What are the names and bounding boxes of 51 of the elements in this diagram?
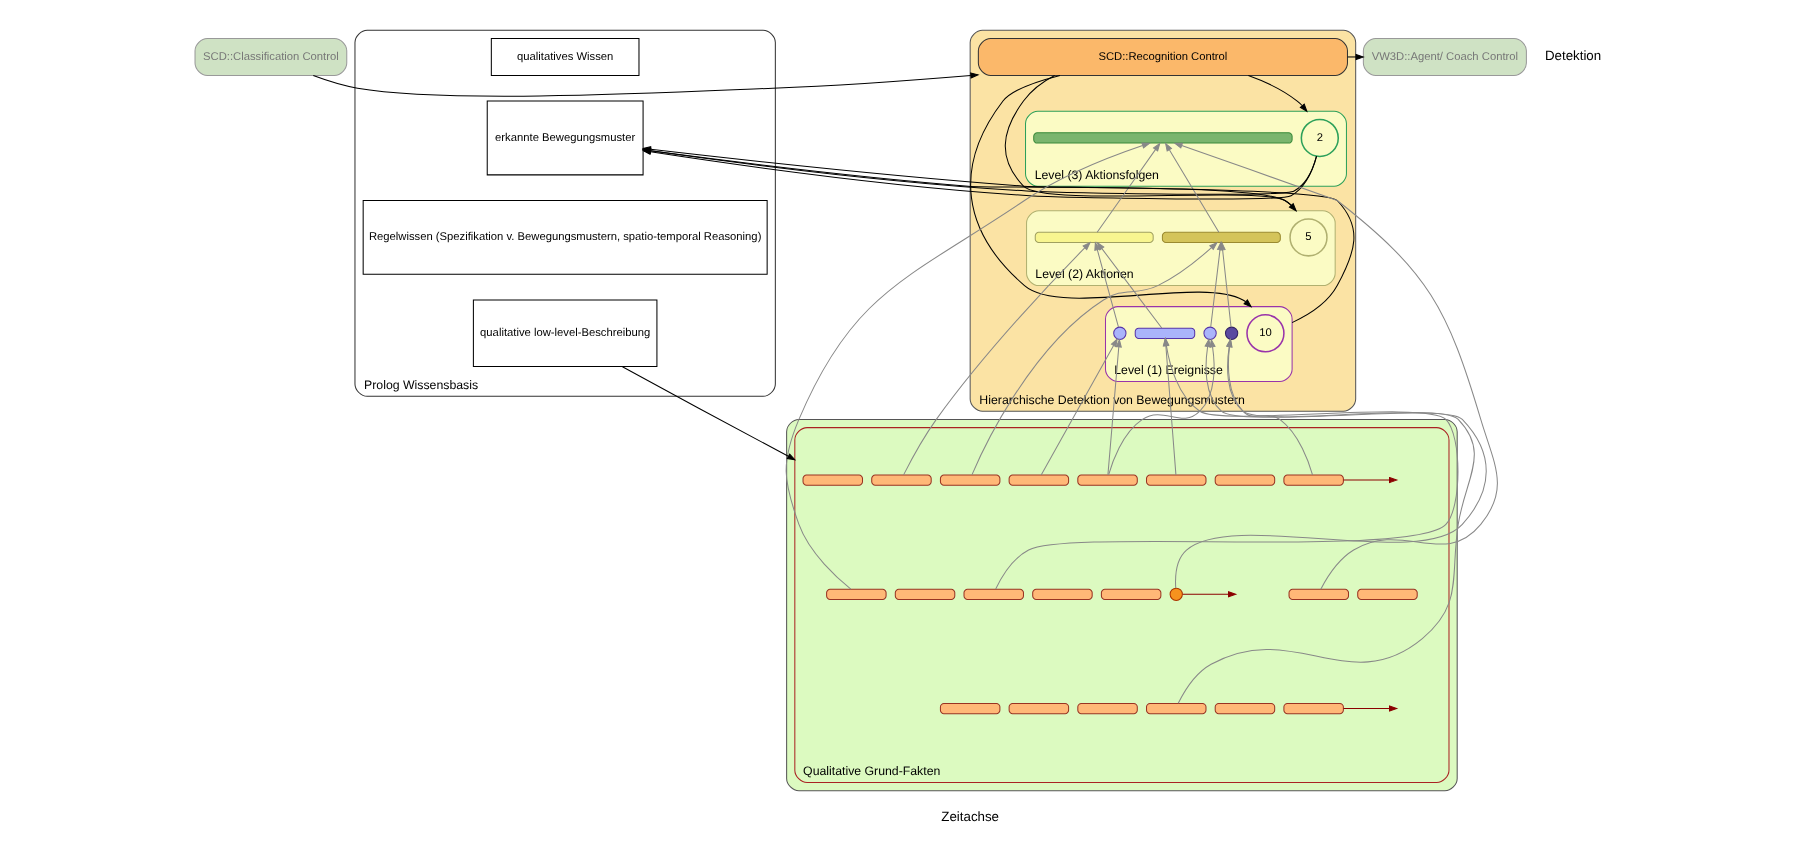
node-bar: [1283, 701, 1344, 714]
node-bar: [1214, 701, 1276, 714]
node-bar: [1033, 131, 1293, 143]
node-bar: [1146, 473, 1207, 485]
node-bar: [1214, 473, 1276, 485]
node-bar: [871, 473, 932, 485]
node-bar: [1008, 701, 1070, 714]
arrow: [1107, 337, 1122, 475]
arrow: [1004, 74, 1298, 211]
arrow: [621, 365, 797, 460]
node-bar: [1161, 230, 1281, 243]
node-bar: [802, 473, 863, 485]
arrow: [1162, 335, 1177, 475]
arrow: [1040, 336, 1118, 475]
arrow: [1342, 475, 1399, 483]
arrow: [1094, 240, 1119, 327]
node-bar: [1288, 587, 1349, 599]
node-bar: [1077, 701, 1138, 714]
arrow: [903, 240, 1092, 475]
node-bar: [1146, 701, 1207, 714]
node-bar: [1283, 473, 1344, 485]
arrow: [312, 71, 980, 96]
node-bar: [939, 473, 1001, 485]
arrow: [1342, 704, 1399, 711]
node-bar: [939, 701, 1001, 714]
node-bar: [1100, 587, 1162, 599]
node-bar: [1034, 230, 1154, 243]
node-bar: [963, 587, 1024, 599]
arrow: [1096, 141, 1161, 232]
arrow: [1173, 141, 1498, 589]
node-circle: [1113, 325, 1127, 339]
arrow: [1108, 337, 1216, 475]
node-circle: [1224, 325, 1239, 339]
node-bar: [1134, 326, 1196, 338]
node-bar: [1357, 587, 1418, 599]
node-bar: [826, 587, 887, 599]
node-bar: [1077, 473, 1138, 485]
node-bar: [1032, 587, 1093, 599]
node-circle: [1169, 586, 1183, 600]
arrow: [1182, 590, 1238, 597]
arrow: [1247, 73, 1308, 112]
arrow: [1347, 52, 1365, 60]
node-circle: [1203, 325, 1217, 339]
arrow: [785, 141, 1151, 589]
node-bar: [894, 587, 956, 599]
node-bar: [1008, 473, 1070, 485]
arrow: [971, 240, 1218, 475]
arrow: [1164, 141, 1220, 232]
arrow: [970, 73, 1253, 307]
arrow: [1096, 240, 1163, 328]
arrow: [1219, 240, 1232, 327]
